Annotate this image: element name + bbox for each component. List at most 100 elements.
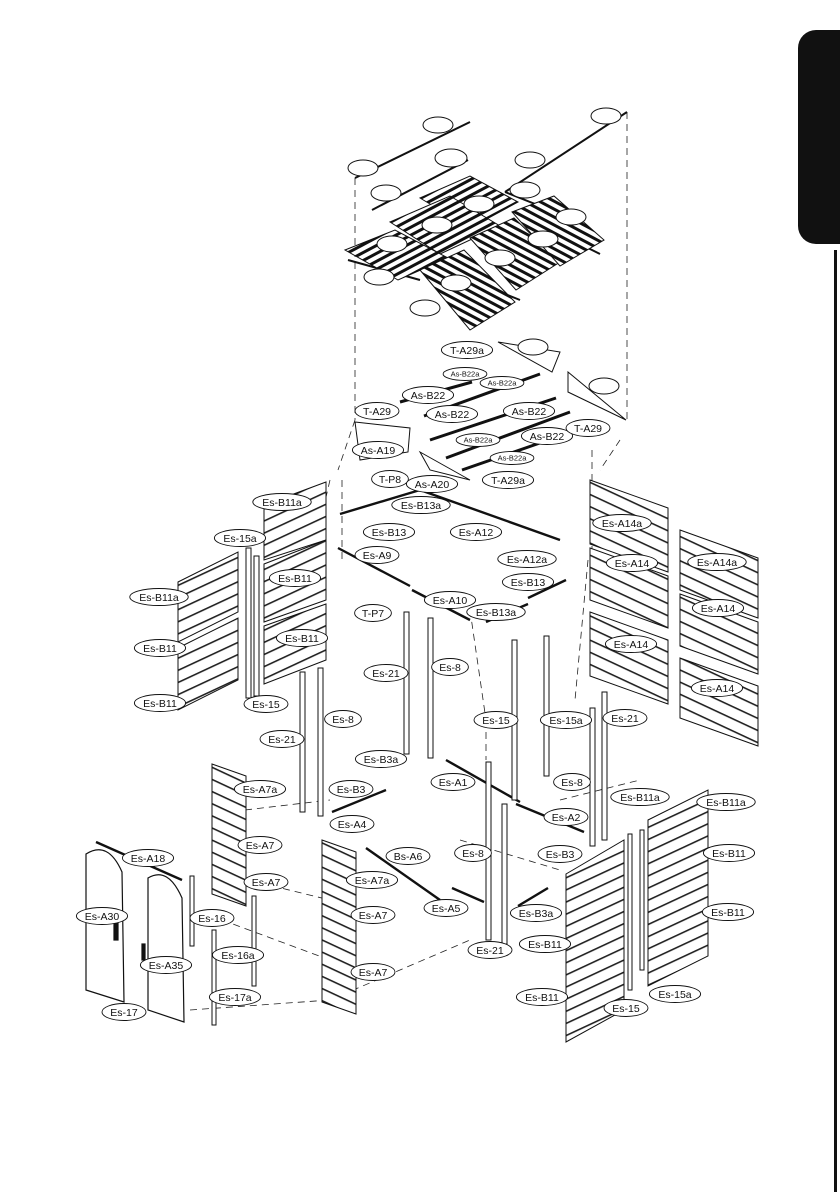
label-oval xyxy=(610,788,670,806)
label-oval xyxy=(687,553,747,571)
label-text: Es-A12a xyxy=(507,554,547,566)
part-label-l060: Es-B11 xyxy=(702,844,756,862)
label-text: Es-A2 xyxy=(552,812,581,824)
label-text: Es-16 xyxy=(198,913,226,925)
part-label-l013: T-P8 xyxy=(371,470,409,488)
label-oval xyxy=(440,341,494,359)
part-label-l002: As-B22a xyxy=(442,367,488,381)
label-text: Es-B3 xyxy=(546,849,575,861)
label-text: Es-B11a xyxy=(139,592,179,604)
part-label-l020: Es-A12 xyxy=(449,523,503,541)
part-label-l001: T-A29a xyxy=(440,341,494,359)
label-oval xyxy=(431,658,469,676)
label-text: Es-17a xyxy=(218,992,251,1004)
label-oval xyxy=(690,679,744,697)
label-oval xyxy=(211,946,265,964)
label-text: T-A29a xyxy=(450,345,484,357)
label-text: Es-A30 xyxy=(85,911,120,923)
part-label-l068: Es-B11 xyxy=(701,903,755,921)
doors xyxy=(85,849,185,1023)
label-text: Es-15 xyxy=(612,1003,640,1015)
label-text: Es-A7 xyxy=(359,910,388,922)
label-oval xyxy=(237,836,283,854)
label-oval xyxy=(371,470,409,488)
label-oval xyxy=(520,427,574,445)
label-text: Es-B13 xyxy=(511,577,546,589)
part-label-l067: Es-A7 xyxy=(350,906,396,924)
label-text: Es-A1 xyxy=(439,777,468,789)
label-text: As-B22a xyxy=(498,454,528,463)
part-label-l005: T-A29 xyxy=(354,402,400,420)
label-text: Es-B11 xyxy=(278,573,312,585)
part-label-l011: As-A19 xyxy=(351,441,405,459)
label-text: Es-B11 xyxy=(711,907,745,919)
part-label-l008: As-B22a xyxy=(455,433,501,447)
label-text: Es-A18 xyxy=(131,853,166,865)
label-text: Es-17 xyxy=(110,1007,138,1019)
label-text: Es-B11 xyxy=(143,698,177,710)
part-label-l022: Es-A9 xyxy=(354,546,400,564)
label-text: Es-A10 xyxy=(433,595,468,607)
part-label-l026: Es-B11 xyxy=(268,569,322,587)
part-label-l041: Es-8 xyxy=(324,710,362,728)
label-text: Es-B3a xyxy=(519,908,554,920)
label-oval xyxy=(345,871,399,889)
label-oval xyxy=(259,730,305,748)
part-label-l063: Es-A30 xyxy=(75,907,129,925)
part-label-l007: As-B22 xyxy=(502,402,556,420)
label-text: Es-8 xyxy=(332,714,354,726)
label-oval xyxy=(696,793,756,811)
label-text: Es-A14a xyxy=(697,557,737,569)
label-oval xyxy=(268,569,322,587)
part-label-l054: Es-A2 xyxy=(543,808,589,826)
part-label-l009: As-B22 xyxy=(520,427,574,445)
label-oval xyxy=(329,815,375,833)
part-label-l027: Es-B13 xyxy=(501,573,555,591)
label-text: Es-A14a xyxy=(602,518,642,530)
label-text: Es-B13 xyxy=(372,527,407,539)
part-label-l046: Es-B3a xyxy=(354,750,408,768)
part-label-l071: Es-21 xyxy=(467,941,513,959)
label-oval xyxy=(648,985,702,1003)
label-oval xyxy=(592,514,652,532)
label-text: As-A20 xyxy=(415,479,450,491)
part-label-l053: Es-A4 xyxy=(329,815,375,833)
part-label-l010: T-A29 xyxy=(565,419,611,437)
part-label-l025: Es-A14a xyxy=(687,553,747,571)
label-text: Es-A14 xyxy=(614,639,649,651)
part-label-l045: Es-21 xyxy=(259,730,305,748)
label-oval xyxy=(603,999,649,1017)
label-text: Es-B13a xyxy=(476,607,516,619)
page-edge-bar xyxy=(834,250,837,1192)
label-oval xyxy=(502,402,556,420)
label-oval xyxy=(515,988,569,1006)
label-text: Es-B11a xyxy=(262,497,302,509)
part-label-l076: Es-17a xyxy=(208,988,262,1006)
label-oval xyxy=(466,603,526,621)
label-text: Es-A14 xyxy=(615,558,650,570)
label-text: Es-15a xyxy=(549,715,582,727)
label-oval xyxy=(133,694,187,712)
label-oval xyxy=(362,523,416,541)
label-text: Es-15a xyxy=(223,533,256,545)
label-text: Es-A7a xyxy=(243,784,278,796)
part-label-l042: Es-15 xyxy=(473,711,519,729)
part-label-l057: Bs-A6 xyxy=(385,847,431,865)
part-label-l075: Es-15a xyxy=(648,985,702,1003)
label-oval xyxy=(208,988,262,1006)
label-text: Es-A7 xyxy=(359,967,388,979)
part-label-l061: Es-A7 xyxy=(243,873,289,891)
part-label-l058: Es-8 xyxy=(454,844,492,862)
label-oval xyxy=(243,695,289,713)
part-label-l065: Es-A5 xyxy=(423,899,469,917)
label-oval xyxy=(454,844,492,862)
label-text: Es-15a xyxy=(658,989,691,1001)
part-label-l043: Es-15a xyxy=(539,711,593,729)
label-text: As-B22 xyxy=(530,431,565,443)
part-label-l003: As-B22a xyxy=(479,376,525,390)
part-label-l031: T-P7 xyxy=(354,604,392,622)
label-text: T-A29 xyxy=(574,423,602,435)
label-text: Es-21 xyxy=(268,734,296,746)
label-oval xyxy=(213,529,267,547)
part-label-l029: Es-A10 xyxy=(423,591,477,609)
